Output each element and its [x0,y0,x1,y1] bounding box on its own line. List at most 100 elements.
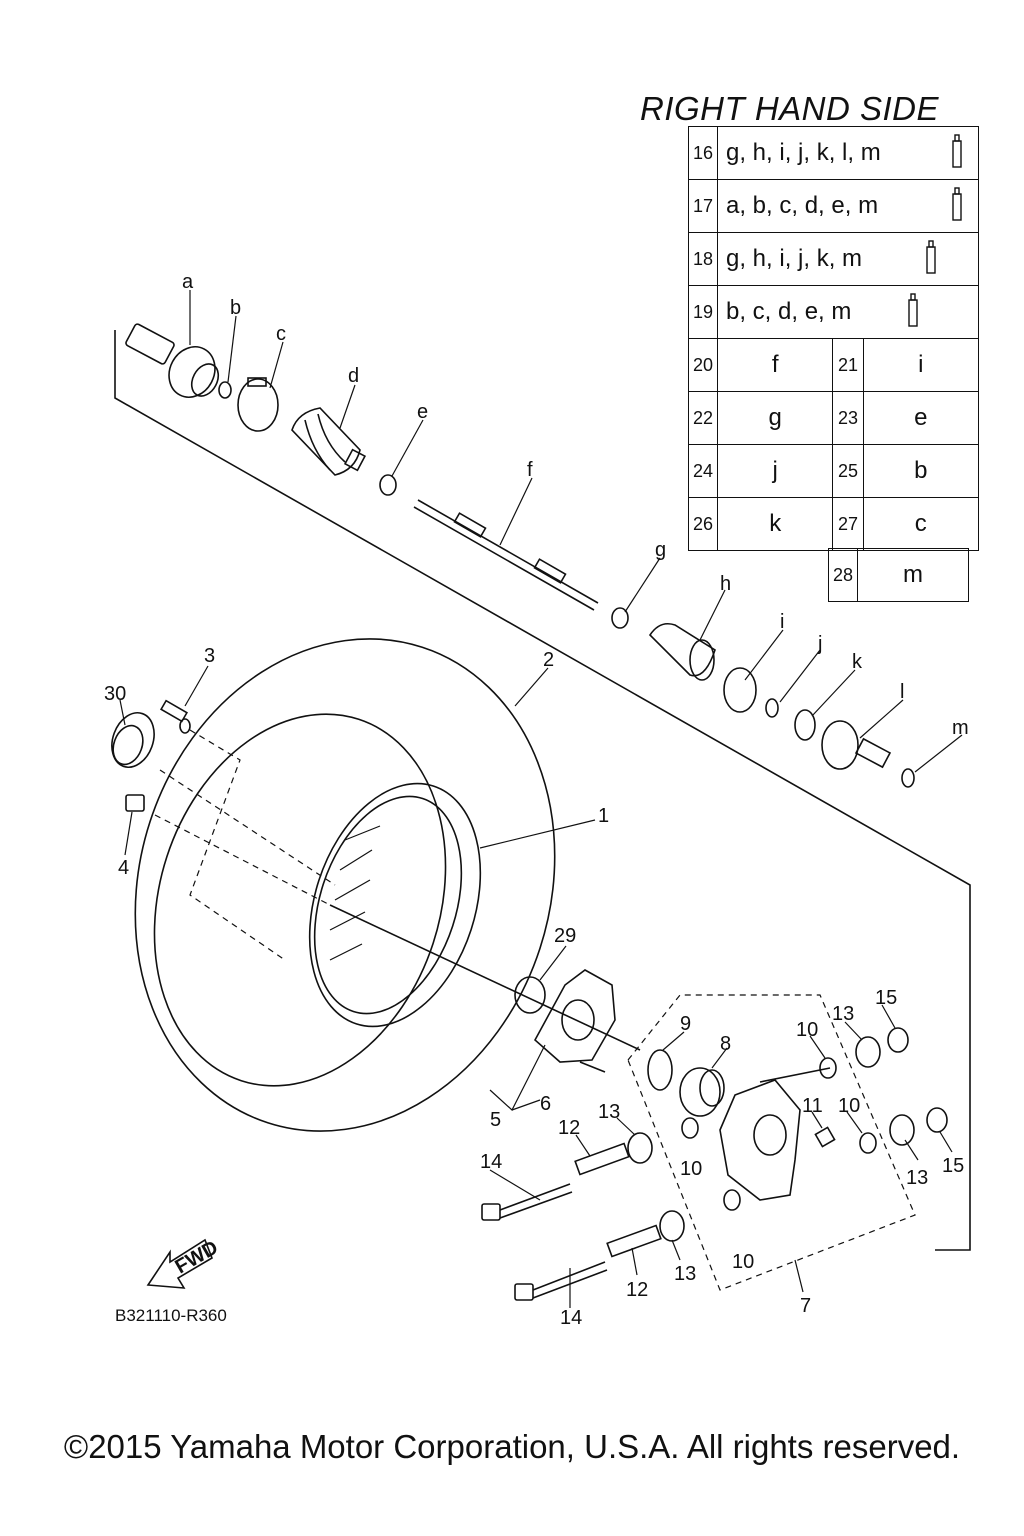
part-j-circlip [765,698,779,718]
wheel-rim [313,795,463,1015]
cap-30 [111,712,155,768]
row-number: 25 [832,444,864,498]
callout-12b: 12 [626,1279,648,1301]
table-row: 18 g, h, i, j, k, m [688,232,979,286]
grease-tube-icon [952,134,962,168]
callout-b: b [230,297,241,319]
callout-labels: a b c d e f g h i j k l m 1 2 3 4 5 6 7 … [104,271,969,1329]
row-part: m [857,548,969,602]
parts-kit-table-last-row: 28 m [828,548,969,602]
row-parts: g, h, i, j, k, l, m [726,139,881,166]
row-parts: b, c, d, e, m [726,298,852,325]
row-number: 23 [832,391,864,445]
callout-13d: 13 [906,1167,928,1189]
callout-13a: 13 [832,1003,854,1025]
callout-2: 2 [543,649,554,671]
table-row: 17 a, b, c, d, e, m [688,179,979,233]
callout-1: 1 [598,805,609,827]
row-number: 18 [688,232,718,286]
row-parts-cell: g, h, i, j, k, m [717,232,979,286]
fwd-arrow-icon: FWD [146,1237,222,1289]
row-parts-cell: b, c, d, e, m [717,285,979,339]
callout-13c: 13 [674,1263,696,1285]
part-h-boot [648,622,716,681]
bolt-6 [579,1061,606,1073]
callout-10d: 10 [732,1251,754,1273]
row-number: 27 [832,497,864,551]
collars-13 [627,1036,915,1242]
table-row: 22 g 23 e [688,391,980,445]
callout-f: f [527,459,533,481]
part-b-circlip [218,381,232,399]
row-part: c [862,497,980,551]
table-row: 20 f 21 i [688,338,980,392]
callout-14a: 14 [480,1151,502,1173]
part-g-band [611,607,629,629]
callout-11: 11 [802,1095,823,1117]
callout-15b: 15 [942,1155,964,1177]
cap-29 [514,976,546,1014]
bushings-10 [681,1057,877,1211]
callout-9: 9 [680,1013,691,1035]
callout-d: d [348,365,359,387]
grease-tube-icon [952,187,962,221]
part-m-circlip [901,768,915,788]
callout-8: 8 [720,1033,731,1055]
callout-7: 7 [800,1295,811,1317]
bolts-14 [481,1183,608,1301]
table-row: 16 g, h, i, j, k, l, m [688,126,979,180]
callout-10b: 10 [838,1095,860,1117]
callout-14b: 14 [560,1307,582,1329]
part-f-shaft [413,499,599,611]
row-number: 26 [688,497,718,551]
knuckle-7 [719,1067,831,1201]
row-number: 24 [688,444,718,498]
callout-e: e [417,401,428,423]
callout-3: 3 [204,645,215,667]
dashed-leaders [154,729,916,1291]
grease-tube-icon [908,293,918,327]
callout-6: 6 [540,1093,551,1115]
row-part: k [716,497,834,551]
callout-15a: 15 [875,987,897,1009]
callout-30: 30 [104,683,126,705]
table-row: 19 b, c, d, e, m [688,285,979,339]
row-number: 21 [832,338,864,392]
part-l-inboard-joint [821,720,892,770]
axle-frame-lines [114,330,971,1251]
callout-4: 4 [118,857,129,879]
callout-leaders [119,290,963,1308]
part-i-band [723,667,757,713]
row-part: e [862,391,980,445]
row-number: 22 [688,391,718,445]
tire-inner [308,782,482,1028]
row-number: 19 [688,285,718,339]
part-k-oring [794,709,816,741]
drive-shaft-parts [125,323,915,788]
row-part: j [716,444,834,498]
fwd-label: FWD [172,1237,222,1279]
tire-outer [134,638,556,1132]
callout-29: 29 [554,925,576,947]
part-e-band [379,474,397,496]
grease-nipple-11 [814,1126,836,1148]
row-number: 28 [828,548,858,602]
table-row: 26 k 27 c [688,497,980,551]
row-parts-cell: a, b, c, d, e, m [717,179,979,233]
part-d-boot [291,407,367,476]
parts-kit-table: 16 g, h, i, j, k, l, m 17 a, b, c, d, e,… [688,126,980,551]
row-number: 20 [688,338,718,392]
row-part: f [716,338,834,392]
copyright-notice: ©2015 Yamaha Motor Corporation, U.S.A. A… [63,1428,961,1465]
row-parts: a, b, c, d, e, m [726,192,879,219]
callout-5: 5 [490,1109,501,1131]
callout-13b: 13 [598,1101,620,1123]
callout-l: l [900,681,904,703]
table-row: 28 m [828,548,969,602]
callout-g: g [655,539,666,561]
collars-12 [574,1142,662,1258]
table-row: 24 j 25 b [688,444,980,498]
valve-tire-bulge [153,713,447,1087]
callout-k: k [852,651,863,673]
row-part: b [862,444,980,498]
